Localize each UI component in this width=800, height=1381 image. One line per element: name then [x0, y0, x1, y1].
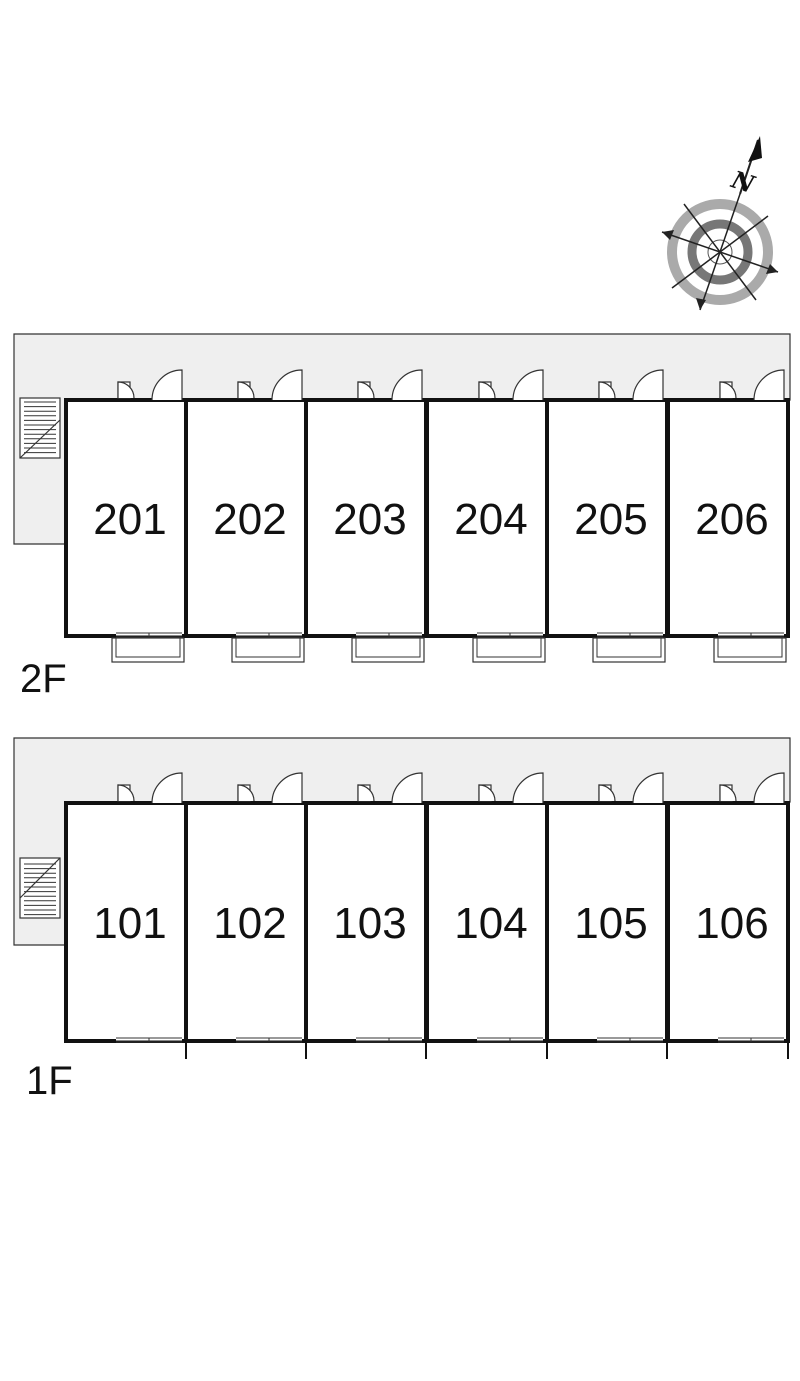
floor-label-1f: 1F — [26, 1059, 73, 1103]
balcony — [111, 637, 185, 663]
room-204: 204 — [425, 369, 549, 663]
balcony — [472, 637, 546, 663]
compass-spokes — [661, 193, 779, 311]
room-outline — [184, 801, 308, 1043]
balcony — [351, 637, 425, 663]
room-105: 105 — [545, 772, 669, 1059]
compass-north-arrow-icon — [748, 136, 762, 162]
room-203: 203 — [304, 369, 428, 663]
room-number-label: 105 — [574, 899, 647, 948]
rooms-1f: 101 102 103 104 105 106 — [64, 772, 790, 1059]
room-number-label: 103 — [333, 899, 406, 948]
room-number-label: 202 — [213, 495, 286, 544]
window — [718, 632, 784, 638]
room-number-label: 204 — [454, 495, 527, 544]
room-206: 206 — [666, 369, 790, 663]
floor-1f: 101 102 103 104 105 106 1F — [13, 737, 791, 1103]
door-swing-icon — [719, 772, 785, 804]
compass-rose-icon: N — [661, 136, 779, 311]
room-outline — [425, 398, 549, 638]
compass-outer-ring — [667, 199, 773, 305]
room-number-label: 104 — [454, 899, 527, 948]
door-swing-icon — [117, 772, 183, 804]
room-outline — [184, 398, 308, 638]
window — [236, 632, 302, 638]
compass-arrow-west — [662, 230, 674, 240]
room-number-label: 102 — [213, 899, 286, 948]
room-outline — [666, 801, 790, 1043]
room-number-label: 201 — [93, 495, 166, 544]
window — [236, 1037, 302, 1043]
room-number-label: 206 — [695, 495, 768, 544]
room-outline — [666, 398, 790, 638]
window — [116, 632, 182, 638]
room-101: 101 — [64, 772, 188, 1059]
room-outline — [304, 398, 428, 638]
room-number-label: 205 — [574, 495, 647, 544]
compass-north-label: N — [727, 164, 759, 199]
room-202: 202 — [184, 369, 308, 663]
window — [597, 1037, 663, 1043]
window — [356, 632, 422, 638]
window — [116, 1037, 182, 1043]
room-103: 103 — [304, 772, 428, 1059]
room-outline — [64, 398, 188, 638]
balcony — [592, 637, 666, 663]
window — [356, 1037, 422, 1043]
door-swing-icon — [357, 772, 423, 804]
door-swing-icon — [357, 369, 423, 401]
door-swing-icon — [478, 772, 544, 804]
door-swing-icon — [117, 369, 183, 401]
room-106: 106 — [666, 772, 790, 1059]
window — [477, 1037, 543, 1043]
compass-arrow-east — [766, 264, 778, 274]
window — [597, 632, 663, 638]
door-swing-icon — [598, 772, 664, 804]
staircase-1f-icon — [19, 857, 61, 919]
floor-label-2f: 2F — [20, 657, 67, 701]
room-number-label: 101 — [93, 899, 166, 948]
door-swing-icon — [478, 369, 544, 401]
room-outline — [304, 801, 428, 1043]
rooms-2f: 201 202 203 204 205 206 — [64, 369, 790, 663]
room-outline — [545, 398, 669, 638]
door-swing-icon — [237, 369, 303, 401]
balcony — [231, 637, 305, 663]
room-102: 102 — [184, 772, 308, 1059]
room-201: 201 — [64, 369, 188, 663]
staircase-2f-icon — [19, 397, 61, 459]
compass-inner-ring — [687, 219, 753, 285]
floor-2f: 201 202 203 204 205 206 2F — [13, 333, 791, 701]
window — [477, 632, 543, 638]
door-swing-icon — [719, 369, 785, 401]
door-swing-icon — [598, 369, 664, 401]
balcony — [713, 637, 787, 663]
window — [718, 1037, 784, 1043]
room-number-label: 203 — [333, 495, 406, 544]
room-number-label: 106 — [695, 899, 768, 948]
room-205: 205 — [545, 369, 669, 663]
compass-arrow-south — [696, 298, 706, 310]
room-104: 104 — [425, 772, 549, 1059]
room-outline — [425, 801, 549, 1043]
door-swing-icon — [237, 772, 303, 804]
